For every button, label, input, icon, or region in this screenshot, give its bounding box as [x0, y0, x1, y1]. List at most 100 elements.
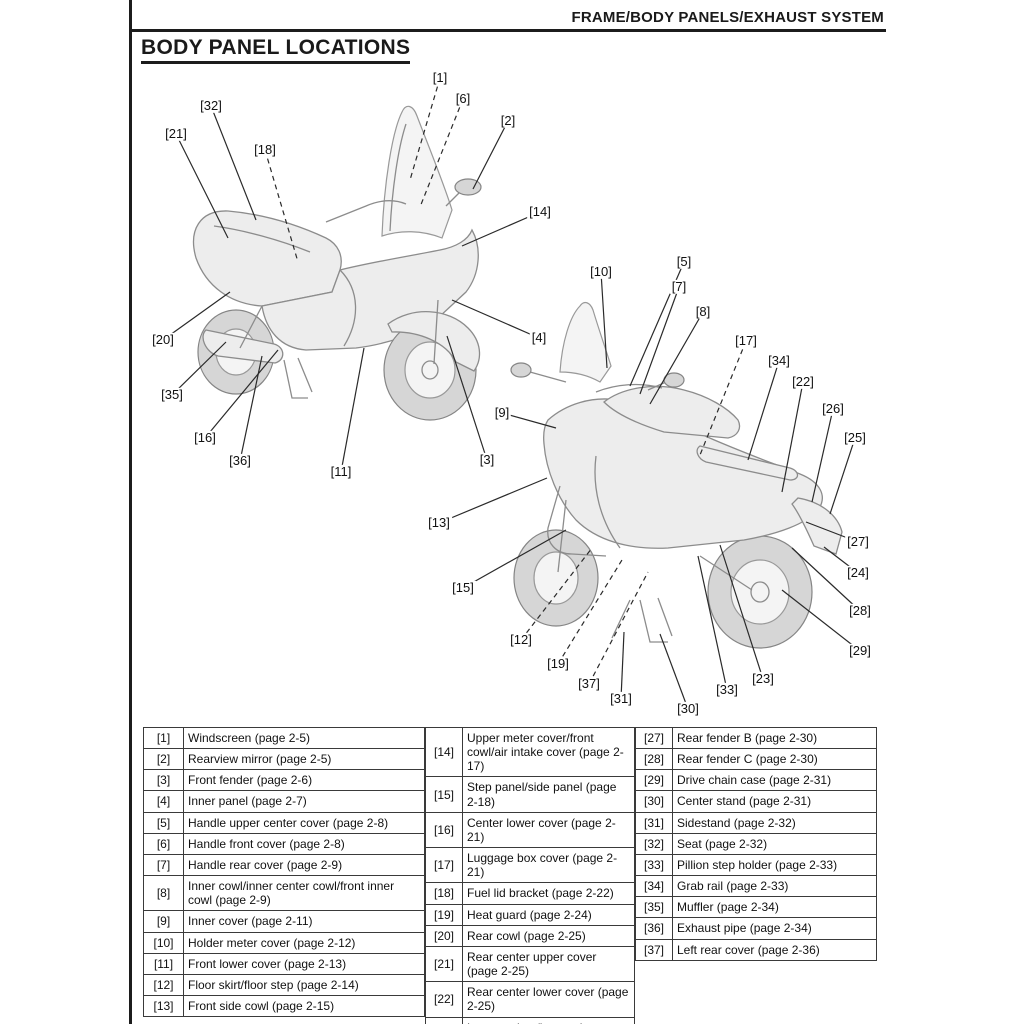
callout-leader-line: [639, 286, 680, 395]
callout-leader-line: [811, 408, 834, 503]
table-row: [34]Grab rail (page 2-33): [635, 875, 877, 898]
callout-leader-line: [340, 347, 365, 473]
table-row: [1]Windscreen (page 2-5): [143, 726, 425, 750]
callout-leader-line: [699, 340, 747, 456]
callout-leader-line: [659, 633, 689, 710]
part-number-cell: [16]: [425, 811, 463, 849]
part-description-cell: Rear fender C (page 2-30): [672, 748, 877, 771]
part-description-cell: Luggage box/battery box (page 2-26): [462, 1016, 635, 1024]
part-number-cell: [31]: [635, 811, 673, 834]
callout-leader-line: [600, 271, 608, 369]
table-row: [27]Rear fender B (page 2-30): [635, 726, 877, 750]
parts-table-column: [27]Rear fender B (page 2-30)[28]Rear fe…: [635, 726, 877, 961]
callout-leader-line: [781, 381, 804, 493]
callout-leader-line: [697, 555, 728, 691]
parts-table-column: [14]Upper meter cover/front cowl/air int…: [425, 726, 635, 1024]
callout-leader-line: [649, 311, 704, 405]
table-row: [22]Rear center lower cover (page 2-25): [425, 981, 635, 1018]
callout-leader-line: [747, 360, 780, 461]
part-number-cell: [13]: [143, 995, 184, 1018]
part-description-cell: Handle rear cover (page 2-9): [183, 853, 425, 877]
scooter-rear-view-illustration: [510, 301, 843, 649]
part-number-cell: [29]: [635, 769, 673, 792]
part-description-cell: Exhaust pipe (page 2-34): [672, 917, 877, 940]
parts-table-column: [1]Windscreen (page 2-5)[2]Rearview mirr…: [143, 726, 425, 1018]
part-number-cell: [2]: [143, 748, 184, 771]
part-description-cell: Left rear cover (page 2-36): [672, 938, 877, 961]
callout-leader-line: [162, 291, 231, 341]
part-number-cell: [34]: [635, 875, 673, 898]
part-description-cell: Front side cowl (page 2-15): [183, 995, 425, 1018]
part-number-cell: [21]: [425, 945, 463, 983]
table-row: [35]Muffler (page 2-34): [635, 896, 877, 919]
callout-leader-line: [823, 546, 859, 574]
callout-leader-line: [446, 335, 488, 461]
part-number-cell: [9]: [143, 910, 184, 933]
part-description-cell: Pillion step holder (page 2-33): [672, 853, 877, 877]
part-description-cell: Seat (page 2-32): [672, 832, 877, 855]
part-description-cell: Center stand (page 2-31): [672, 790, 877, 813]
section-header: FRAME/BODY PANELS/EXHAUST SYSTEM: [571, 9, 884, 26]
part-description-cell: Windscreen (page 2-5): [183, 726, 425, 750]
callout-leader-line: [620, 631, 625, 700]
part-number-cell: [33]: [635, 853, 673, 877]
callout-leader-line: [588, 571, 649, 685]
table-row: [16]Center lower cover (page 2-21): [425, 811, 635, 849]
callout-leader-line: [419, 98, 464, 208]
part-description-cell: Inner panel (page 2-7): [183, 790, 425, 813]
table-row: [10]Holder meter cover (page 2-12): [143, 931, 425, 954]
part-number-cell: [18]: [425, 882, 463, 905]
callout-leader-line: [171, 341, 227, 396]
table-row: [9]Inner cover (page 2-11): [143, 910, 425, 933]
part-description-cell: Handle front cover (page 2-8): [183, 832, 425, 855]
part-number-cell: [23]: [425, 1016, 463, 1024]
callout-leader-line: [461, 211, 541, 247]
part-description-cell: Sidestand (page 2-32): [672, 811, 877, 834]
table-row: [30]Center stand (page 2-31): [635, 790, 877, 813]
callout-leader-line: [791, 547, 861, 612]
table-row: [4]Inner panel (page 2-7): [143, 790, 425, 813]
part-description-cell: Front lower cover (page 2-13): [183, 952, 425, 975]
part-number-cell: [7]: [143, 853, 184, 877]
table-row: [19]Heat guard (page 2-24): [425, 903, 635, 926]
table-row: [29]Drive chain case (page 2-31): [635, 769, 877, 792]
callout-leader-line: [781, 589, 861, 652]
part-description-cell: Front fender (page 2-6): [183, 769, 425, 792]
callout-leader-line: [472, 120, 509, 190]
part-number-cell: [14]: [425, 726, 463, 778]
table-row: [32]Seat (page 2-32): [635, 832, 877, 855]
header-rule: [129, 29, 886, 32]
part-number-cell: [20]: [425, 924, 463, 947]
part-description-cell: Handle upper center cover (page 2-8): [183, 811, 425, 834]
part-number-cell: [32]: [635, 832, 673, 855]
part-number-cell: [3]: [143, 769, 184, 792]
part-description-cell: Floor skirt/floor step (page 2-14): [183, 973, 425, 997]
part-description-cell: Rear fender B (page 2-30): [672, 726, 877, 750]
part-description-cell: Muffler (page 2-34): [672, 896, 877, 919]
part-number-cell: [28]: [635, 748, 673, 771]
table-row: [14]Upper meter cover/front cowl/air int…: [425, 726, 635, 778]
part-description-cell: Rearview mirror (page 2-5): [183, 748, 425, 771]
part-number-cell: [1]: [143, 726, 184, 750]
callout-leader-line: [557, 559, 623, 665]
part-number-cell: [15]: [425, 776, 463, 813]
table-row: [31]Sidestand (page 2-32): [635, 811, 877, 834]
part-number-cell: [27]: [635, 726, 673, 750]
part-number-cell: [17]: [425, 847, 463, 884]
part-description-cell: Rear center upper cover (page 2-25): [462, 945, 635, 983]
table-row: [2]Rearview mirror (page 2-5): [143, 748, 425, 771]
part-description-cell: Drive chain case (page 2-31): [672, 769, 877, 792]
table-row: [36]Exhaust pipe (page 2-34): [635, 917, 877, 940]
callout-leader-line: [438, 477, 548, 524]
part-description-cell: Grab rail (page 2-33): [672, 875, 877, 898]
table-row: [33]Pillion step holder (page 2-33): [635, 853, 877, 877]
part-description-cell: Inner cover (page 2-11): [183, 910, 425, 933]
part-description-cell: Luggage box cover (page 2-21): [462, 847, 635, 884]
part-number-cell: [6]: [143, 832, 184, 855]
part-description-cell: Rear cowl (page 2-25): [462, 924, 635, 947]
part-description-cell: Inner cowl/inner center cowl/front inner…: [183, 875, 425, 912]
part-number-cell: [35]: [635, 896, 673, 919]
page-title: BODY PANEL LOCATIONS: [141, 36, 411, 64]
